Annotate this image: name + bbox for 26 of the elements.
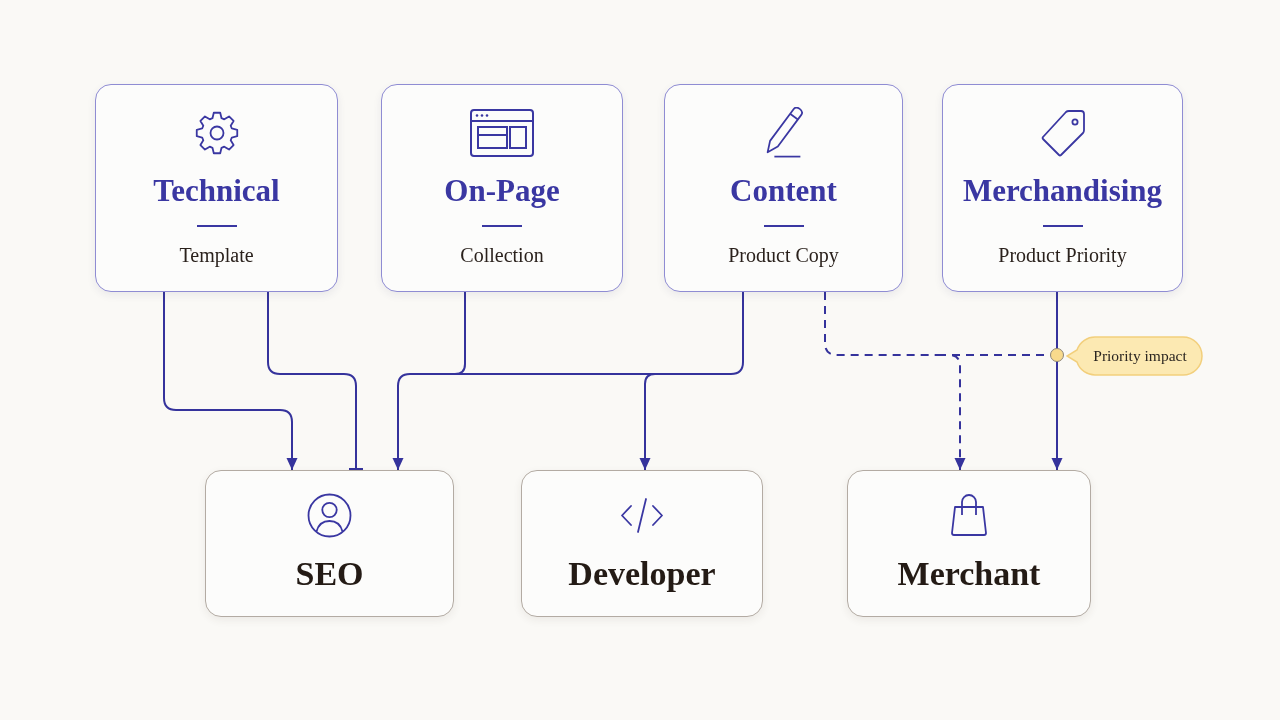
card-subtitle: Product Copy xyxy=(728,243,839,268)
dashed-connector-line xyxy=(824,291,939,356)
role-title: Developer xyxy=(568,554,716,594)
callout-text: Priority impact xyxy=(1093,346,1187,366)
bar-end-connector xyxy=(267,291,363,471)
role-card xyxy=(521,470,763,617)
arrow xyxy=(163,291,298,471)
role-card xyxy=(205,470,454,617)
card-title: Content xyxy=(730,172,837,210)
role-title: Merchant xyxy=(897,554,1041,594)
card-subtitle: Template xyxy=(179,243,254,268)
category-card xyxy=(664,84,903,292)
arrow xyxy=(392,373,446,471)
card-subtitle: Collection xyxy=(460,243,544,268)
role-card xyxy=(847,470,1091,617)
role-title: SEO xyxy=(295,554,364,594)
arrow xyxy=(639,373,666,471)
card-title: Technical xyxy=(153,172,280,210)
category-card xyxy=(942,84,1183,292)
card-title: On-Page xyxy=(444,172,560,210)
arrow xyxy=(1051,291,1063,471)
connector-line xyxy=(664,291,744,375)
card-subtitle: Product Priority xyxy=(998,243,1127,268)
card-title: Merchandising xyxy=(962,172,1163,210)
category-card xyxy=(381,84,623,292)
category-card xyxy=(95,84,338,292)
